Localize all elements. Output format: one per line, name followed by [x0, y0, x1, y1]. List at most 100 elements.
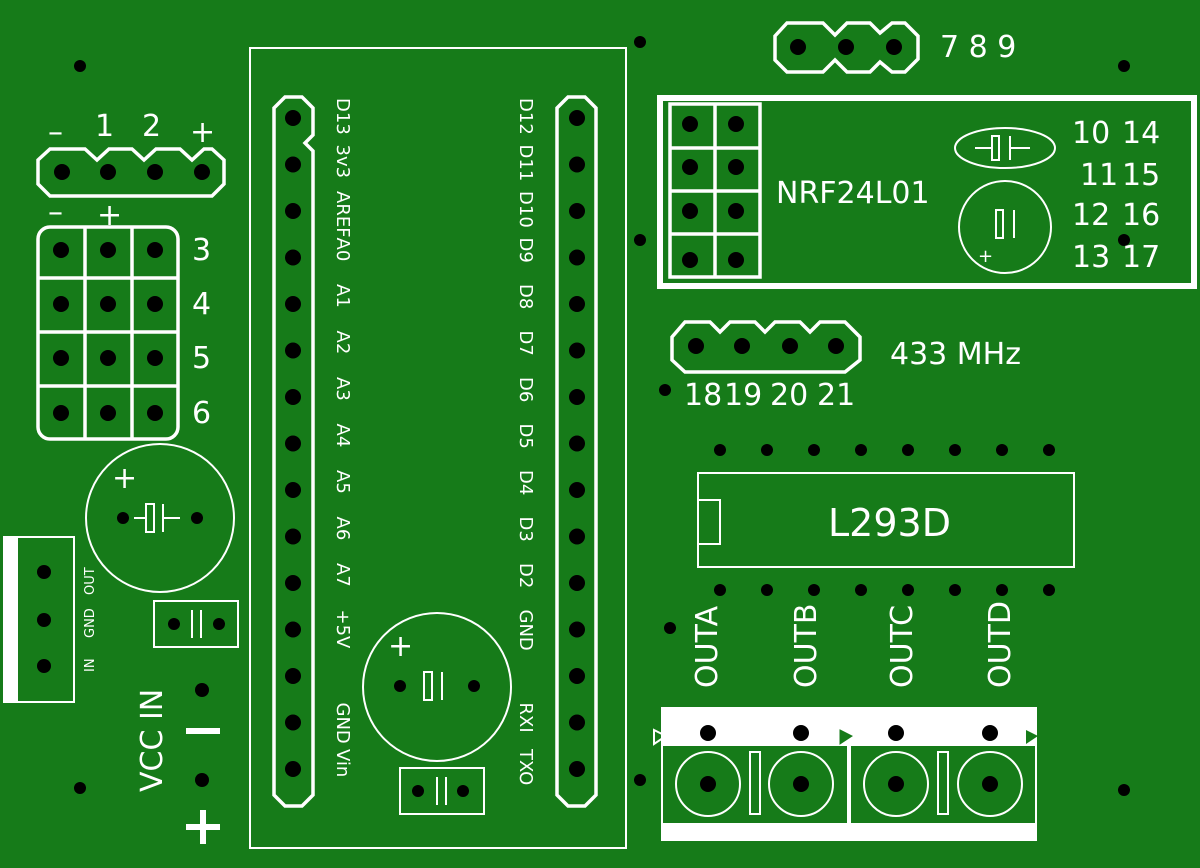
l293d-title: L293D — [828, 501, 951, 545]
nano-left-pin-label: D13 — [332, 98, 353, 135]
regulator-label-gnd: GND — [83, 608, 98, 638]
nano-right-pin-label: D2 — [515, 563, 536, 588]
nano-right-hole — [569, 668, 585, 684]
nano-right-pin-label: GND — [515, 610, 536, 651]
mounting-holes — [74, 36, 1130, 796]
nano-right-hole — [569, 761, 585, 777]
regulator-label-in: IN — [83, 658, 98, 672]
capacitor-center: + — [362, 612, 512, 762]
nano-left-pin-label: A4 — [332, 424, 353, 448]
nano-left-hole — [285, 435, 301, 452]
nano-right-pin-label: D5 — [515, 424, 536, 449]
servo-row-6: 6 — [192, 396, 211, 431]
nano-right-pin-label: D7 — [515, 331, 536, 356]
power-label-plus: + — [190, 115, 215, 150]
nano-right-hole — [569, 203, 585, 219]
nano-left-hole — [285, 528, 301, 545]
rf433-pin-18: 18 — [684, 378, 722, 413]
motor-outputs: OUTA OUTB OUTC OUTD — [653, 601, 1038, 841]
nano-left-hole — [285, 668, 301, 684]
nano-right-pin-label: D12 — [515, 98, 536, 135]
nrf-pin-16: 16 — [1122, 198, 1160, 233]
nano-right-hole — [569, 714, 585, 731]
nano-left-hole — [285, 389, 301, 405]
nrf-title: NRF24L01 — [776, 176, 930, 211]
regulator-connector: IN GND OUT — [3, 536, 98, 703]
output-c-label: OUTC — [885, 605, 920, 688]
nano-right-pin-label: D4 — [515, 470, 536, 495]
l293d-chip: L293D — [697, 444, 1075, 596]
nano-right-pin-label: D8 — [515, 284, 536, 309]
nrf-pin-10: 10 — [1072, 116, 1110, 151]
nrf-pin-12: 12 — [1072, 198, 1110, 233]
nano-left-hole — [285, 621, 301, 638]
nano-right-hole — [569, 435, 585, 452]
rf433-header: 433 MHz 18 19 20 21 — [670, 320, 1021, 413]
nrf24-module: NRF24L01 + 10 14 11 15 12 16 13 17 — [657, 95, 1197, 289]
nano-right-hole — [569, 296, 585, 312]
nrf-pin-11: 11 — [1080, 158, 1118, 193]
terminal-block-right — [839, 707, 1038, 841]
regulator-label-out: OUT — [83, 567, 98, 595]
nano-left-hole — [285, 203, 301, 219]
nano-left-hole — [285, 761, 301, 777]
output-a-label: OUTA — [690, 605, 725, 688]
nano-left-pin-label: A2 — [332, 331, 353, 355]
ceramic-cap-center — [399, 767, 485, 815]
nano-left-pin-label: GND — [332, 703, 353, 744]
capacitor-left-plus: + — [112, 461, 137, 496]
power-label-2: 2 — [142, 109, 161, 144]
nano-right-hole — [569, 110, 585, 126]
nano-left-hole — [285, 296, 301, 312]
output-d-label: OUTD — [983, 601, 1018, 688]
nano-right-pin-label: D11 — [515, 145, 536, 182]
nano-left-holes — [285, 110, 301, 777]
nano-left-pin-label: A7 — [332, 563, 353, 587]
nrf-cap-plus: + — [978, 246, 993, 267]
nano-right-hole — [569, 389, 585, 405]
ceramic-cap-left — [153, 600, 239, 648]
rf433-pin-20: 20 — [770, 378, 808, 413]
nano-right-pin-label: TXO — [515, 748, 536, 785]
nano-right-hole — [569, 342, 585, 359]
header-789: 7 8 9 — [773, 21, 1016, 74]
nano-left-pin-label: 3v3 — [332, 145, 353, 179]
servo-label-minus: – — [48, 195, 63, 230]
nano-left-hole — [285, 342, 301, 359]
nano-left-hole — [285, 110, 301, 126]
capacitor-left: + — [85, 443, 235, 593]
vcc-plus-mark — [186, 810, 220, 844]
nrf-pin-15: 15 — [1122, 158, 1160, 193]
nano-left-hole — [285, 156, 301, 173]
capacitor-center-plus: + — [388, 629, 413, 664]
nrf-pin-13: 13 — [1072, 240, 1110, 275]
servo-row-3: 3 — [192, 233, 211, 268]
servo-row-4: 4 — [192, 287, 211, 322]
nano-right-pin-label: D9 — [515, 238, 536, 263]
nano-right-hole — [569, 249, 585, 266]
nano-left-pin-label: A5 — [332, 470, 353, 494]
nano-left-hole — [285, 249, 301, 266]
nano-left-hole — [285, 575, 301, 591]
nano-right-hole — [569, 156, 585, 173]
rf433-pin-19: 19 — [724, 378, 762, 413]
nano-right-hole — [569, 528, 585, 545]
nano-left-pin-label: A0 — [332, 238, 353, 262]
nano-left-pin-label: Vin — [332, 749, 353, 777]
nrf-pin-17: 17 — [1122, 240, 1160, 275]
nano-left-hole — [285, 714, 301, 731]
nano-left-pin-label: A3 — [332, 377, 353, 401]
terminal-block-left — [653, 707, 849, 841]
nano-left-pin-label: A1 — [332, 284, 353, 308]
nano-right-pin-label: D10 — [515, 191, 536, 228]
vcc-title: VCC IN — [135, 689, 170, 792]
vcc-minus-mark — [186, 728, 220, 734]
nano-right-hole — [569, 482, 585, 498]
output-b-label: OUTB — [789, 604, 824, 688]
power-label-1: 1 — [95, 109, 114, 144]
servo-row-5: 5 — [192, 341, 211, 376]
servo-block: 3 4 5 6 — [36, 225, 211, 441]
